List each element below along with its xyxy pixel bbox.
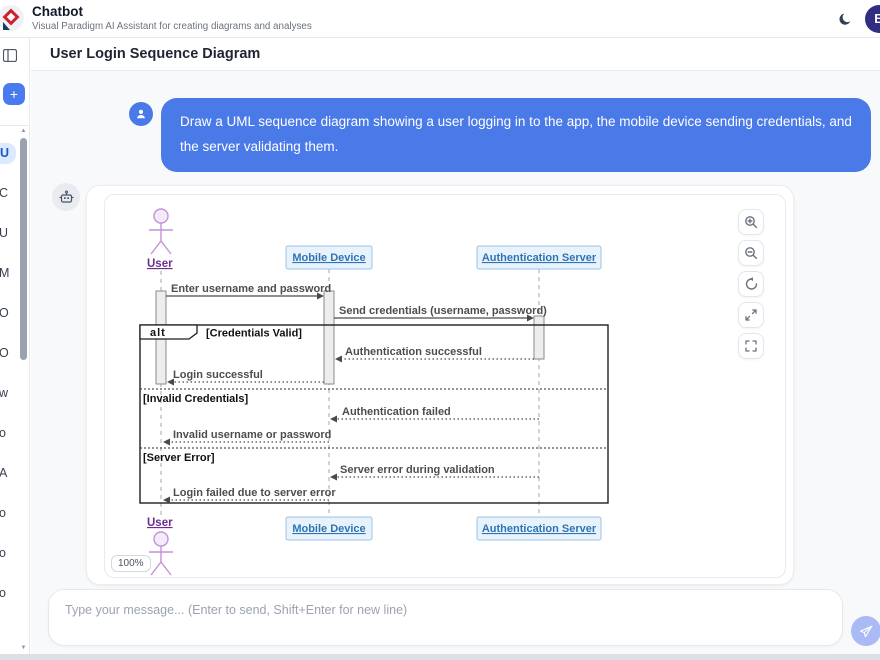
expand-arrows-icon [745, 309, 757, 321]
guard-label: [Invalid Credentials] [143, 393, 248, 405]
fullscreen-button[interactable] [738, 333, 764, 359]
sidebar-item[interactable]: M [0, 266, 10, 280]
sidebar-item[interactable]: o [0, 533, 19, 573]
plus-icon: + [9, 86, 19, 102]
user-message-avatar [129, 102, 153, 126]
diagram-canvas[interactable]: User Mobile Device Authentication Server [104, 194, 786, 578]
bottom-scrollbar-track[interactable] [0, 654, 880, 660]
user-message-text: Draw a UML sequence diagram showing a us… [180, 114, 852, 154]
participant-mobile-top: Mobile Device [285, 245, 373, 270]
app-titles: Chatbot Visual Paradigm AI Assistant for… [32, 3, 312, 33]
message-label: Login successful [173, 369, 263, 381]
user-message-bubble: Draw a UML sequence diagram showing a us… [161, 98, 871, 172]
guard-label: [Credentials Valid] [206, 328, 302, 340]
reset-zoom-button[interactable] [738, 271, 764, 297]
zoom-out-icon [745, 247, 758, 260]
sidebar-item[interactable]: o [0, 493, 19, 533]
main-area: User Login Sequence Diagram Draw a UML s… [31, 38, 880, 654]
message-label: Invalid username or password [173, 429, 331, 441]
sidebar-item[interactable]: o [0, 573, 19, 613]
sidebar: + U C U M O O w o A o o o ▲ ▼ [0, 38, 30, 654]
message-label: Login failed due to server error [173, 487, 336, 499]
zoom-in-button[interactable] [738, 209, 764, 235]
new-chat-button[interactable]: + [3, 83, 25, 105]
avatar-initial: B [874, 11, 880, 26]
alt-operator-label: alt [150, 327, 166, 339]
dark-mode-toggle[interactable] [833, 7, 857, 31]
conversation-list: U C U M O O w o A o o o [0, 133, 19, 613]
message-label: Authentication successful [345, 346, 482, 358]
svg-text:Authentication Server: Authentication Server [482, 252, 597, 264]
message-label: Send credentials (username, password) [339, 305, 547, 317]
sidebar-divider [0, 125, 29, 126]
sidebar-item[interactable]: U [0, 213, 19, 253]
person-icon [137, 109, 145, 119]
sidebar-item[interactable]: U [0, 133, 19, 173]
sidebar-item[interactable]: o [0, 413, 19, 453]
page-title: User Login Sequence Diagram [50, 46, 261, 62]
svg-text:Mobile Device: Mobile Device [292, 523, 365, 535]
sidebar-item[interactable]: O [0, 293, 19, 333]
diagram-zoom-controls [738, 209, 764, 359]
assistant-avatar [52, 183, 80, 211]
actor-user-top [149, 208, 173, 255]
actor-user-bottom [149, 531, 173, 576]
actor-label-top: User [147, 258, 173, 270]
sidebar-item[interactable]: w [0, 373, 19, 413]
send-button[interactable] [851, 616, 880, 646]
sidebar-item[interactable]: C [0, 173, 19, 213]
reset-icon [745, 277, 758, 290]
fullscreen-icon [745, 340, 757, 352]
scrollbar-down-arrow[interactable]: ▼ [20, 645, 27, 651]
participant-mobile-bottom: Mobile Device [285, 516, 373, 541]
send-plane-icon [859, 625, 872, 637]
scrollbar-up-arrow[interactable]: ▲ [20, 128, 27, 134]
zoom-out-button[interactable] [738, 240, 764, 266]
user-profile-avatar[interactable]: B [865, 4, 880, 33]
sidebar-panel-icon [2, 48, 18, 63]
participant-server-top: Authentication Server [476, 245, 602, 270]
message-composer [48, 589, 843, 646]
sidebar-item[interactable]: O [0, 333, 19, 373]
svg-text:Mobile Device: Mobile Device [292, 252, 365, 264]
page-title-bar: User Login Sequence Diagram [31, 38, 880, 71]
zoom-in-icon [745, 216, 758, 229]
actor-label-bottom: User [147, 517, 173, 529]
message-label: Enter username and password [171, 283, 331, 295]
sidebar-scrollbar-thumb[interactable] [20, 138, 27, 360]
moon-icon [839, 13, 851, 25]
app-subtitle: Visual Paradigm AI Assistant for creatin… [32, 20, 312, 32]
expand-button[interactable] [738, 302, 764, 328]
message-label: Server error during validation [340, 464, 495, 476]
top-header: Chatbot Visual Paradigm AI Assistant for… [0, 0, 880, 38]
sidebar-toggle-button[interactable] [2, 48, 18, 63]
alt-fragment-box [139, 324, 609, 504]
sidebar-item[interactable]: A [0, 453, 19, 493]
participant-server-bottom: Authentication Server [476, 516, 602, 541]
message-input[interactable] [49, 590, 842, 645]
robot-icon [59, 189, 73, 203]
assistant-diagram-card: User Mobile Device Authentication Server [86, 185, 794, 585]
alt-pentagon [139, 324, 198, 340]
visual-paradigm-logo-icon [0, 5, 24, 31]
zoom-level-badge: 100% [111, 555, 151, 572]
sequence-diagram: User Mobile Device Authentication Server [139, 208, 609, 576]
message-label: Authentication failed [342, 406, 451, 418]
svg-text:Authentication Server: Authentication Server [482, 523, 597, 535]
guard-label: [Server Error] [143, 452, 215, 464]
app-title: Chatbot [32, 3, 83, 19]
